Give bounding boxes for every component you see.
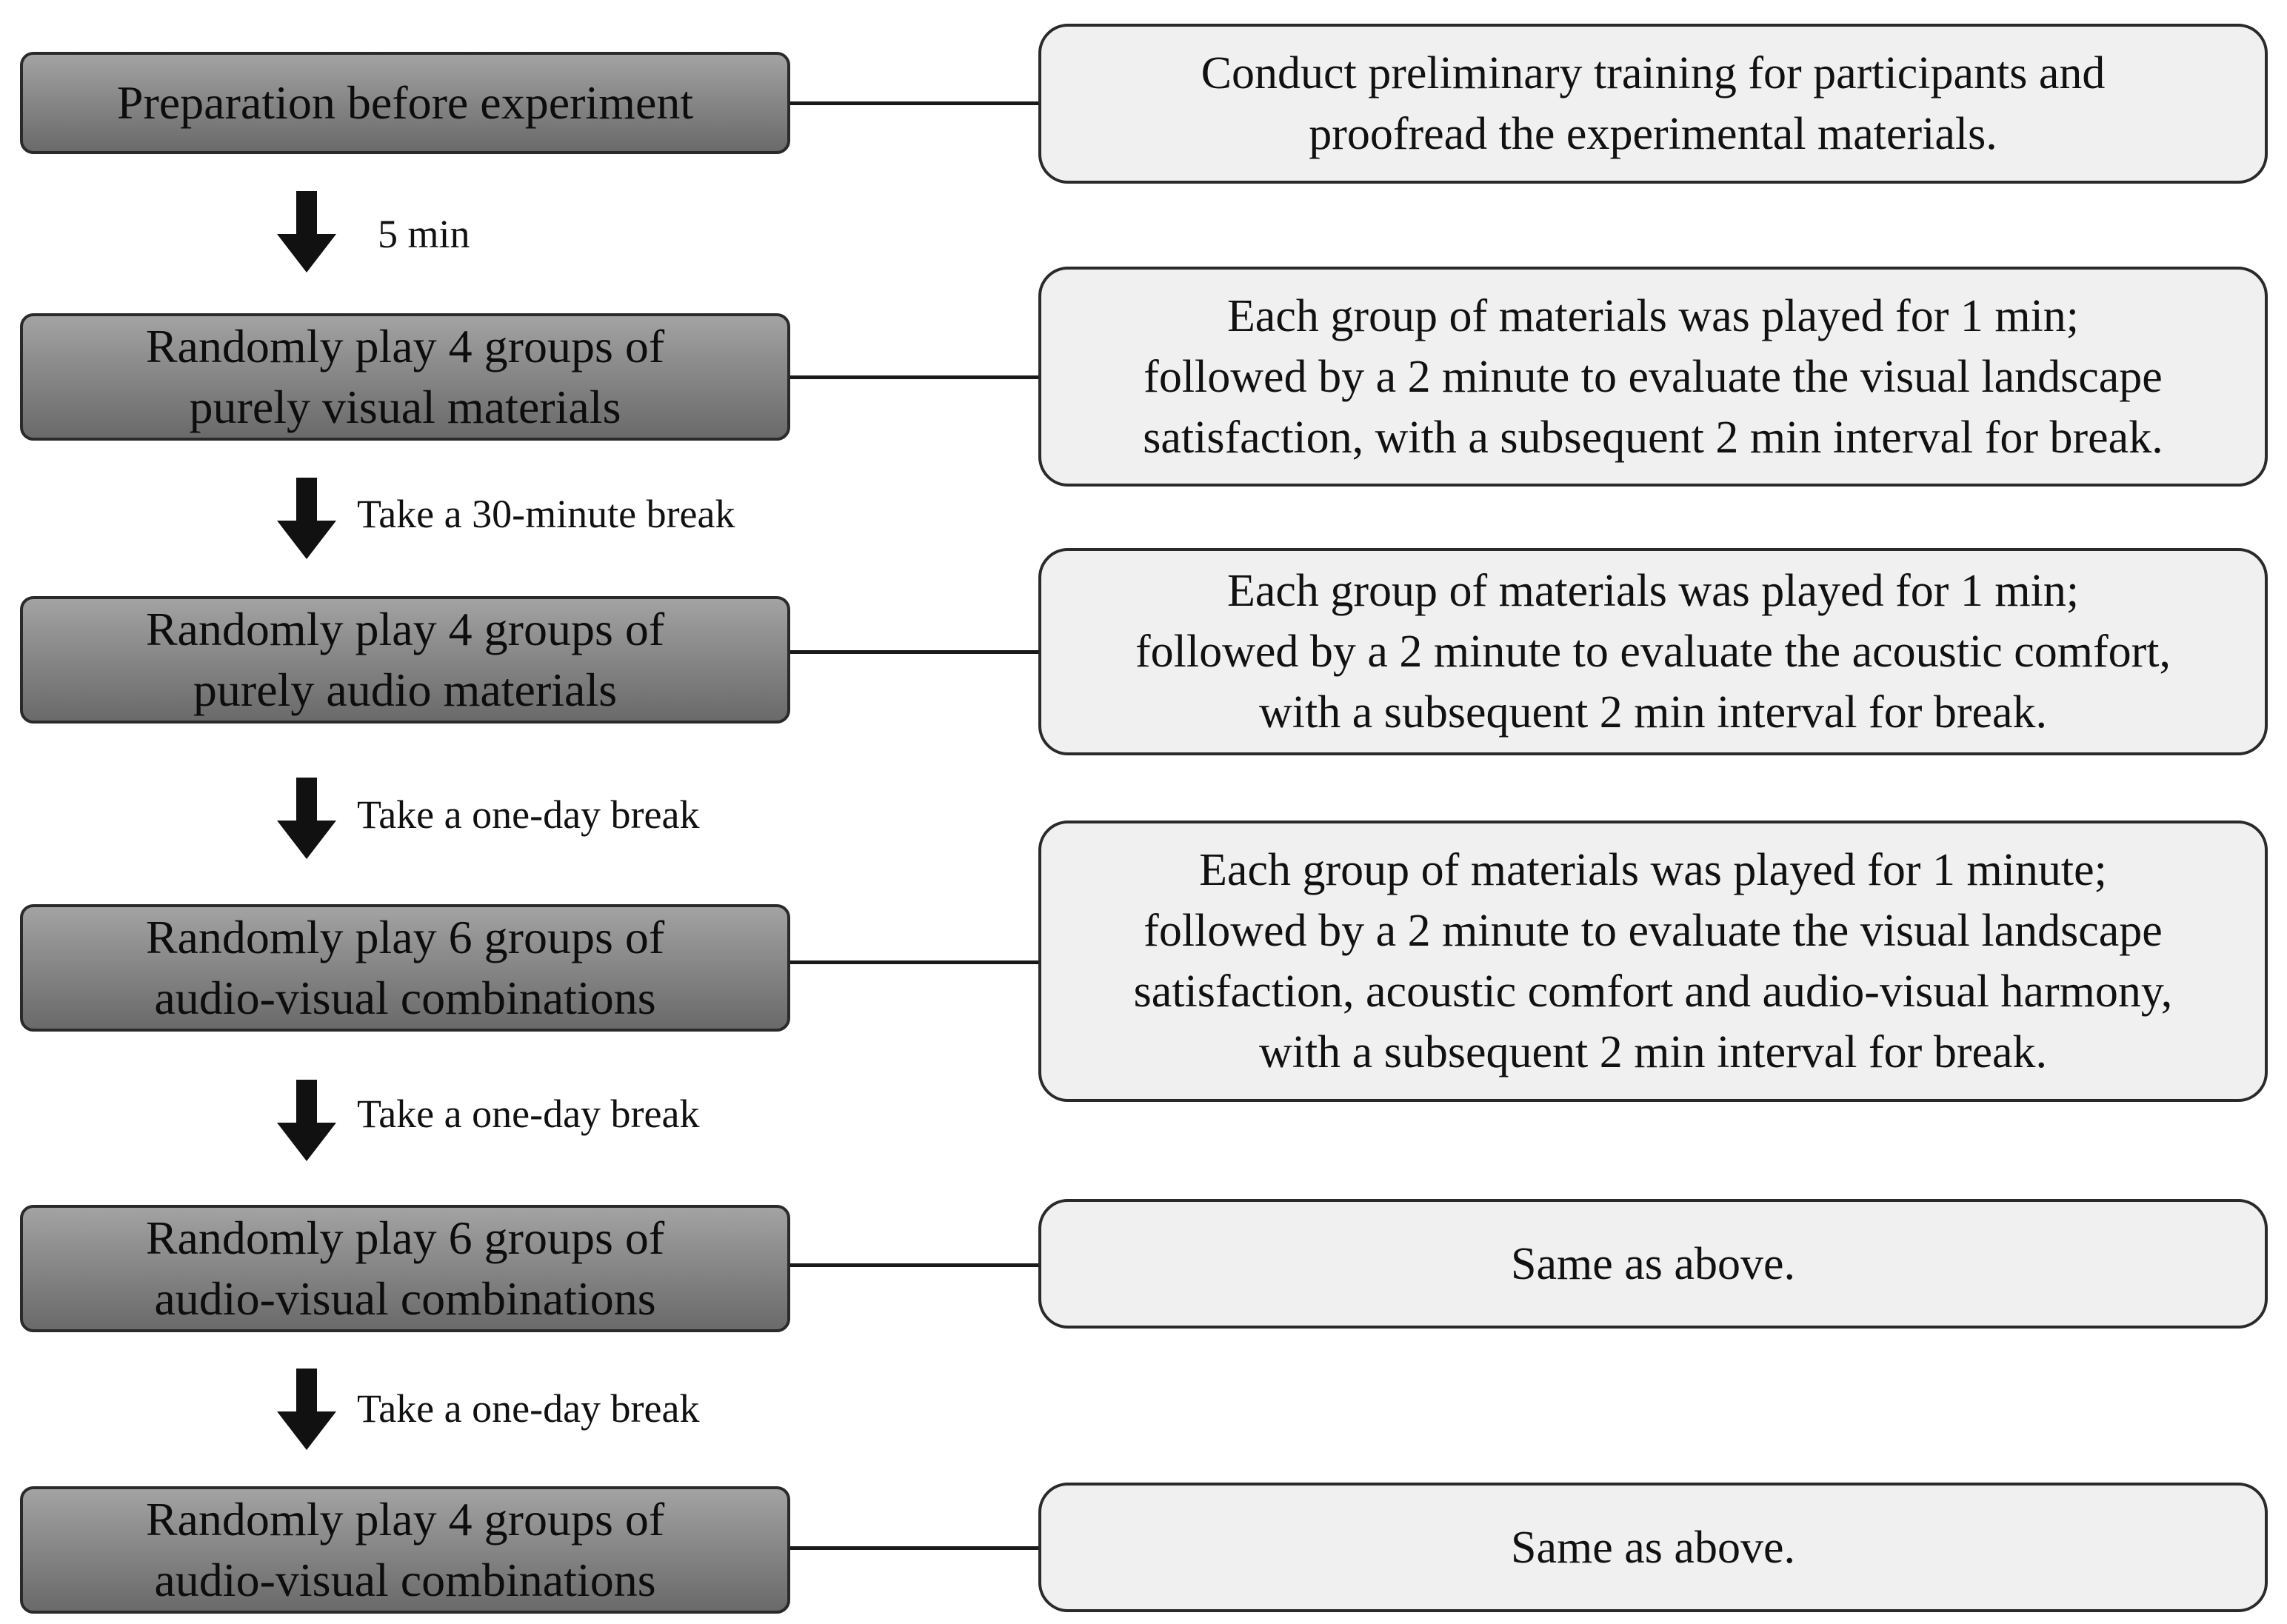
note-box-audio-visual: Each group of materials was played for 1… [1038, 821, 2268, 1102]
note-line: Each group of materials was played for 1… [1226, 290, 2080, 341]
step-line: audio-visual combinations [154, 972, 656, 1024]
step-line: Preparation before experiment [116, 76, 694, 129]
connector-line [790, 101, 1038, 105]
note-line: with a subsequent 2 min interval for bre… [1258, 687, 2048, 738]
note-line: followed by a 2 minute to evaluate the v… [1144, 351, 2163, 402]
down-arrow-icon [277, 191, 336, 273]
note-line: satisfaction, acoustic comfort and audio… [1133, 966, 2173, 1017]
transition-label: Take a 30-minute break [357, 492, 735, 536]
note-box-preparation: Conduct preliminary training for partici… [1038, 24, 2268, 184]
step-line: audio-visual combinations [154, 1554, 656, 1606]
transition-label: Take a one-day break [357, 1386, 700, 1431]
note-line: Same as above. [1511, 1522, 1795, 1573]
note-line: satisfaction, with a subsequent 2 min in… [1143, 412, 2163, 463]
step-line: Randomly play 6 groups of [145, 911, 665, 963]
note-line: followed by a 2 minute to evaluate the a… [1135, 626, 2171, 677]
step-box-audio: Randomly play 4 groups of purely audio m… [20, 596, 790, 724]
step-line: Randomly play 6 groups of [145, 1212, 665, 1264]
step-line: audio-visual combinations [154, 1272, 656, 1325]
step-line: purely visual materials [189, 381, 621, 433]
note-box-same-1: Same as above. [1038, 1199, 2268, 1329]
step-line: Randomly play 4 groups of [145, 320, 665, 372]
down-arrow-icon [277, 1369, 336, 1450]
step-line: Randomly play 4 groups of [145, 603, 665, 655]
connector-line [790, 1263, 1038, 1267]
connector-line [790, 960, 1038, 964]
note-line: Conduct preliminary training for partici… [1201, 48, 2106, 98]
connector-line [790, 650, 1038, 654]
note-line: proofread the experimental materials. [1309, 109, 1997, 159]
down-arrow-icon [277, 478, 336, 559]
note-line: Same as above. [1511, 1238, 1795, 1289]
transition-label: Take a one-day break [357, 1092, 700, 1136]
down-arrow-icon [277, 1080, 336, 1161]
step-box-audio-visual-1: Randomly play 6 groups of audio-visual c… [20, 904, 790, 1032]
note-line: followed by a 2 minute to evaluate the v… [1144, 906, 2163, 956]
transition-label: 5 min [378, 212, 470, 256]
step-box-audio-visual-3: Randomly play 4 groups of audio-visual c… [20, 1486, 790, 1614]
note-line: with a subsequent 2 min interval for bre… [1258, 1027, 2048, 1077]
step-line: Randomly play 4 groups of [145, 1493, 665, 1546]
step-box-audio-visual-2: Randomly play 6 groups of audio-visual c… [20, 1205, 790, 1332]
note-box-visual: Each group of materials was played for 1… [1038, 267, 2268, 487]
step-box-visual: Randomly play 4 groups of purely visual … [20, 313, 790, 441]
note-line: Each group of materials was played for 1… [1199, 845, 2107, 895]
note-box-audio: Each group of materials was played for 1… [1038, 548, 2268, 755]
note-box-same-2: Same as above. [1038, 1483, 2268, 1612]
step-line: purely audio materials [193, 664, 618, 716]
connector-line [790, 375, 1038, 379]
note-line: Each group of materials was played for 1… [1226, 566, 2080, 616]
connector-line [790, 1546, 1038, 1550]
transition-label: Take a one-day break [357, 792, 700, 837]
down-arrow-icon [277, 778, 336, 859]
step-box-preparation: Preparation before experiment [20, 52, 790, 154]
